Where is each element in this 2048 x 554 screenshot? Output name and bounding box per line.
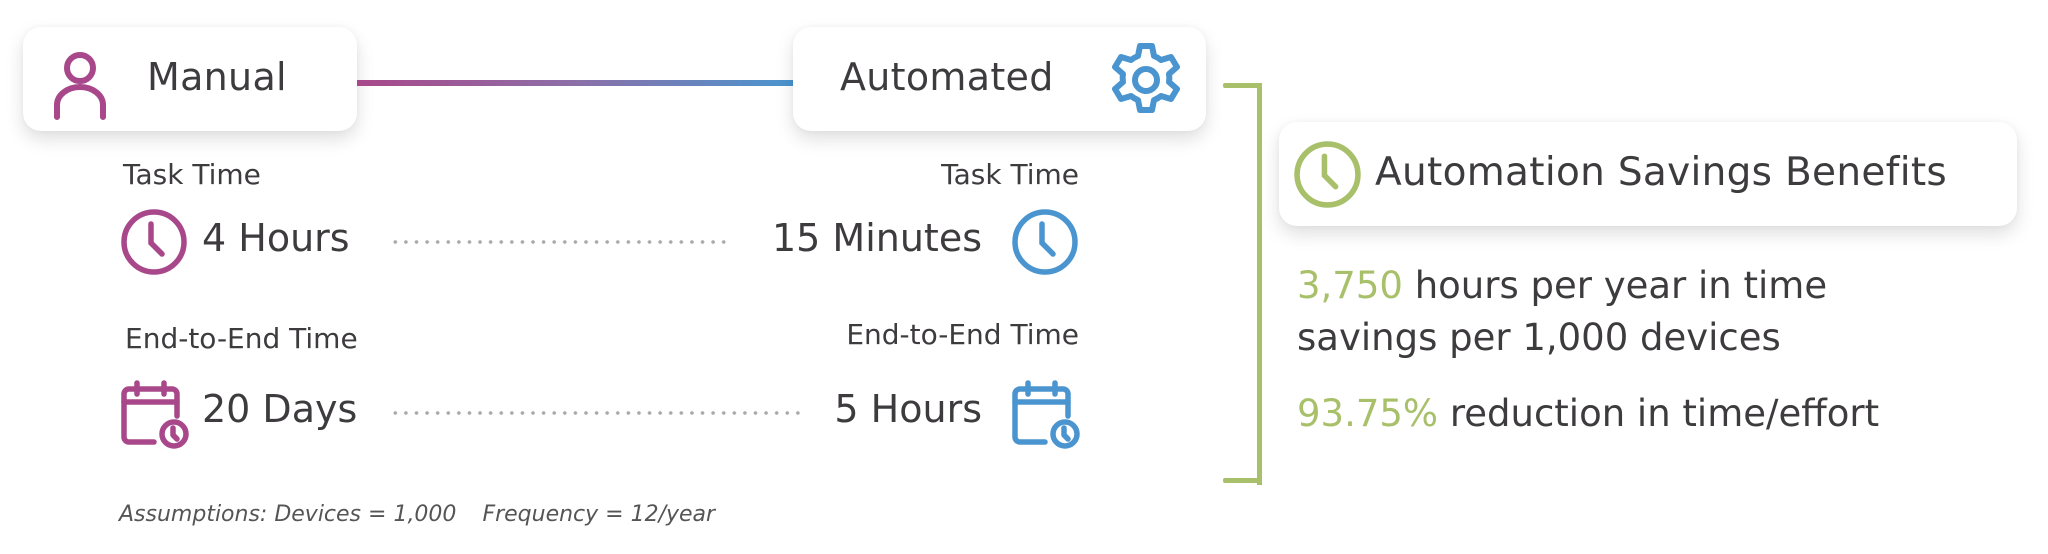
automated-e2e-label: End-to-End Time [846,318,1079,351]
benefits-card: Automation Savings Benefits [1279,122,2017,226]
benefits-clock-icon [1293,140,1362,209]
manual-e2e-label: End-to-End Time [125,322,358,355]
manual-title: Manual [147,55,287,99]
manual-e2e-value: 20 Days [202,387,358,431]
dotted-connector [390,240,731,244]
automated-card: Automated [793,27,1206,131]
connector-line [357,80,793,86]
benefit-reduction-value: 93.75% [1297,392,1439,435]
automated-task-time-label: Task Time [941,158,1079,191]
benefit-reduction: 93.75% reduction in time/effort [1297,388,1879,440]
manual-card: Manual [23,27,357,131]
benefit-hours-text: hours per year in time [1402,264,1828,307]
bracket-top [1223,83,1262,88]
assumption-devices: Assumptions: Devices = 1,000 [119,502,457,527]
manual-task-time-value: 4 Hours [202,216,350,260]
person-icon [53,51,107,121]
automated-title: Automated [840,55,1054,99]
assumptions-note: Assumptions: Devices = 1,000 Frequency = … [119,502,715,527]
assumption-frequency: Frequency = 12/year [482,502,716,527]
benefit-hours-saved: 3,750 hours per year in time savings per… [1297,260,1827,364]
automated-calendar-clock-icon [1011,380,1081,450]
benefit-hours-value: 3,750 [1297,264,1403,307]
manual-clock-icon [120,208,188,276]
bracket-bottom [1223,478,1262,483]
manual-calendar-clock-icon [120,380,190,450]
automated-e2e-value: 5 Hours [834,387,982,431]
automated-clock-icon [1011,208,1079,276]
benefits-title: Automation Savings Benefits [1375,150,1948,195]
dotted-connector [390,411,806,415]
benefit-hours-text-2: savings per 1,000 devices [1297,316,1781,359]
gear-icon [1106,40,1186,120]
bracket-vertical [1257,83,1262,485]
automated-task-time-value: 15 Minutes [771,216,982,260]
manual-task-time-label: Task Time [123,158,261,191]
benefit-reduction-text: reduction in time/effort [1438,392,1880,435]
